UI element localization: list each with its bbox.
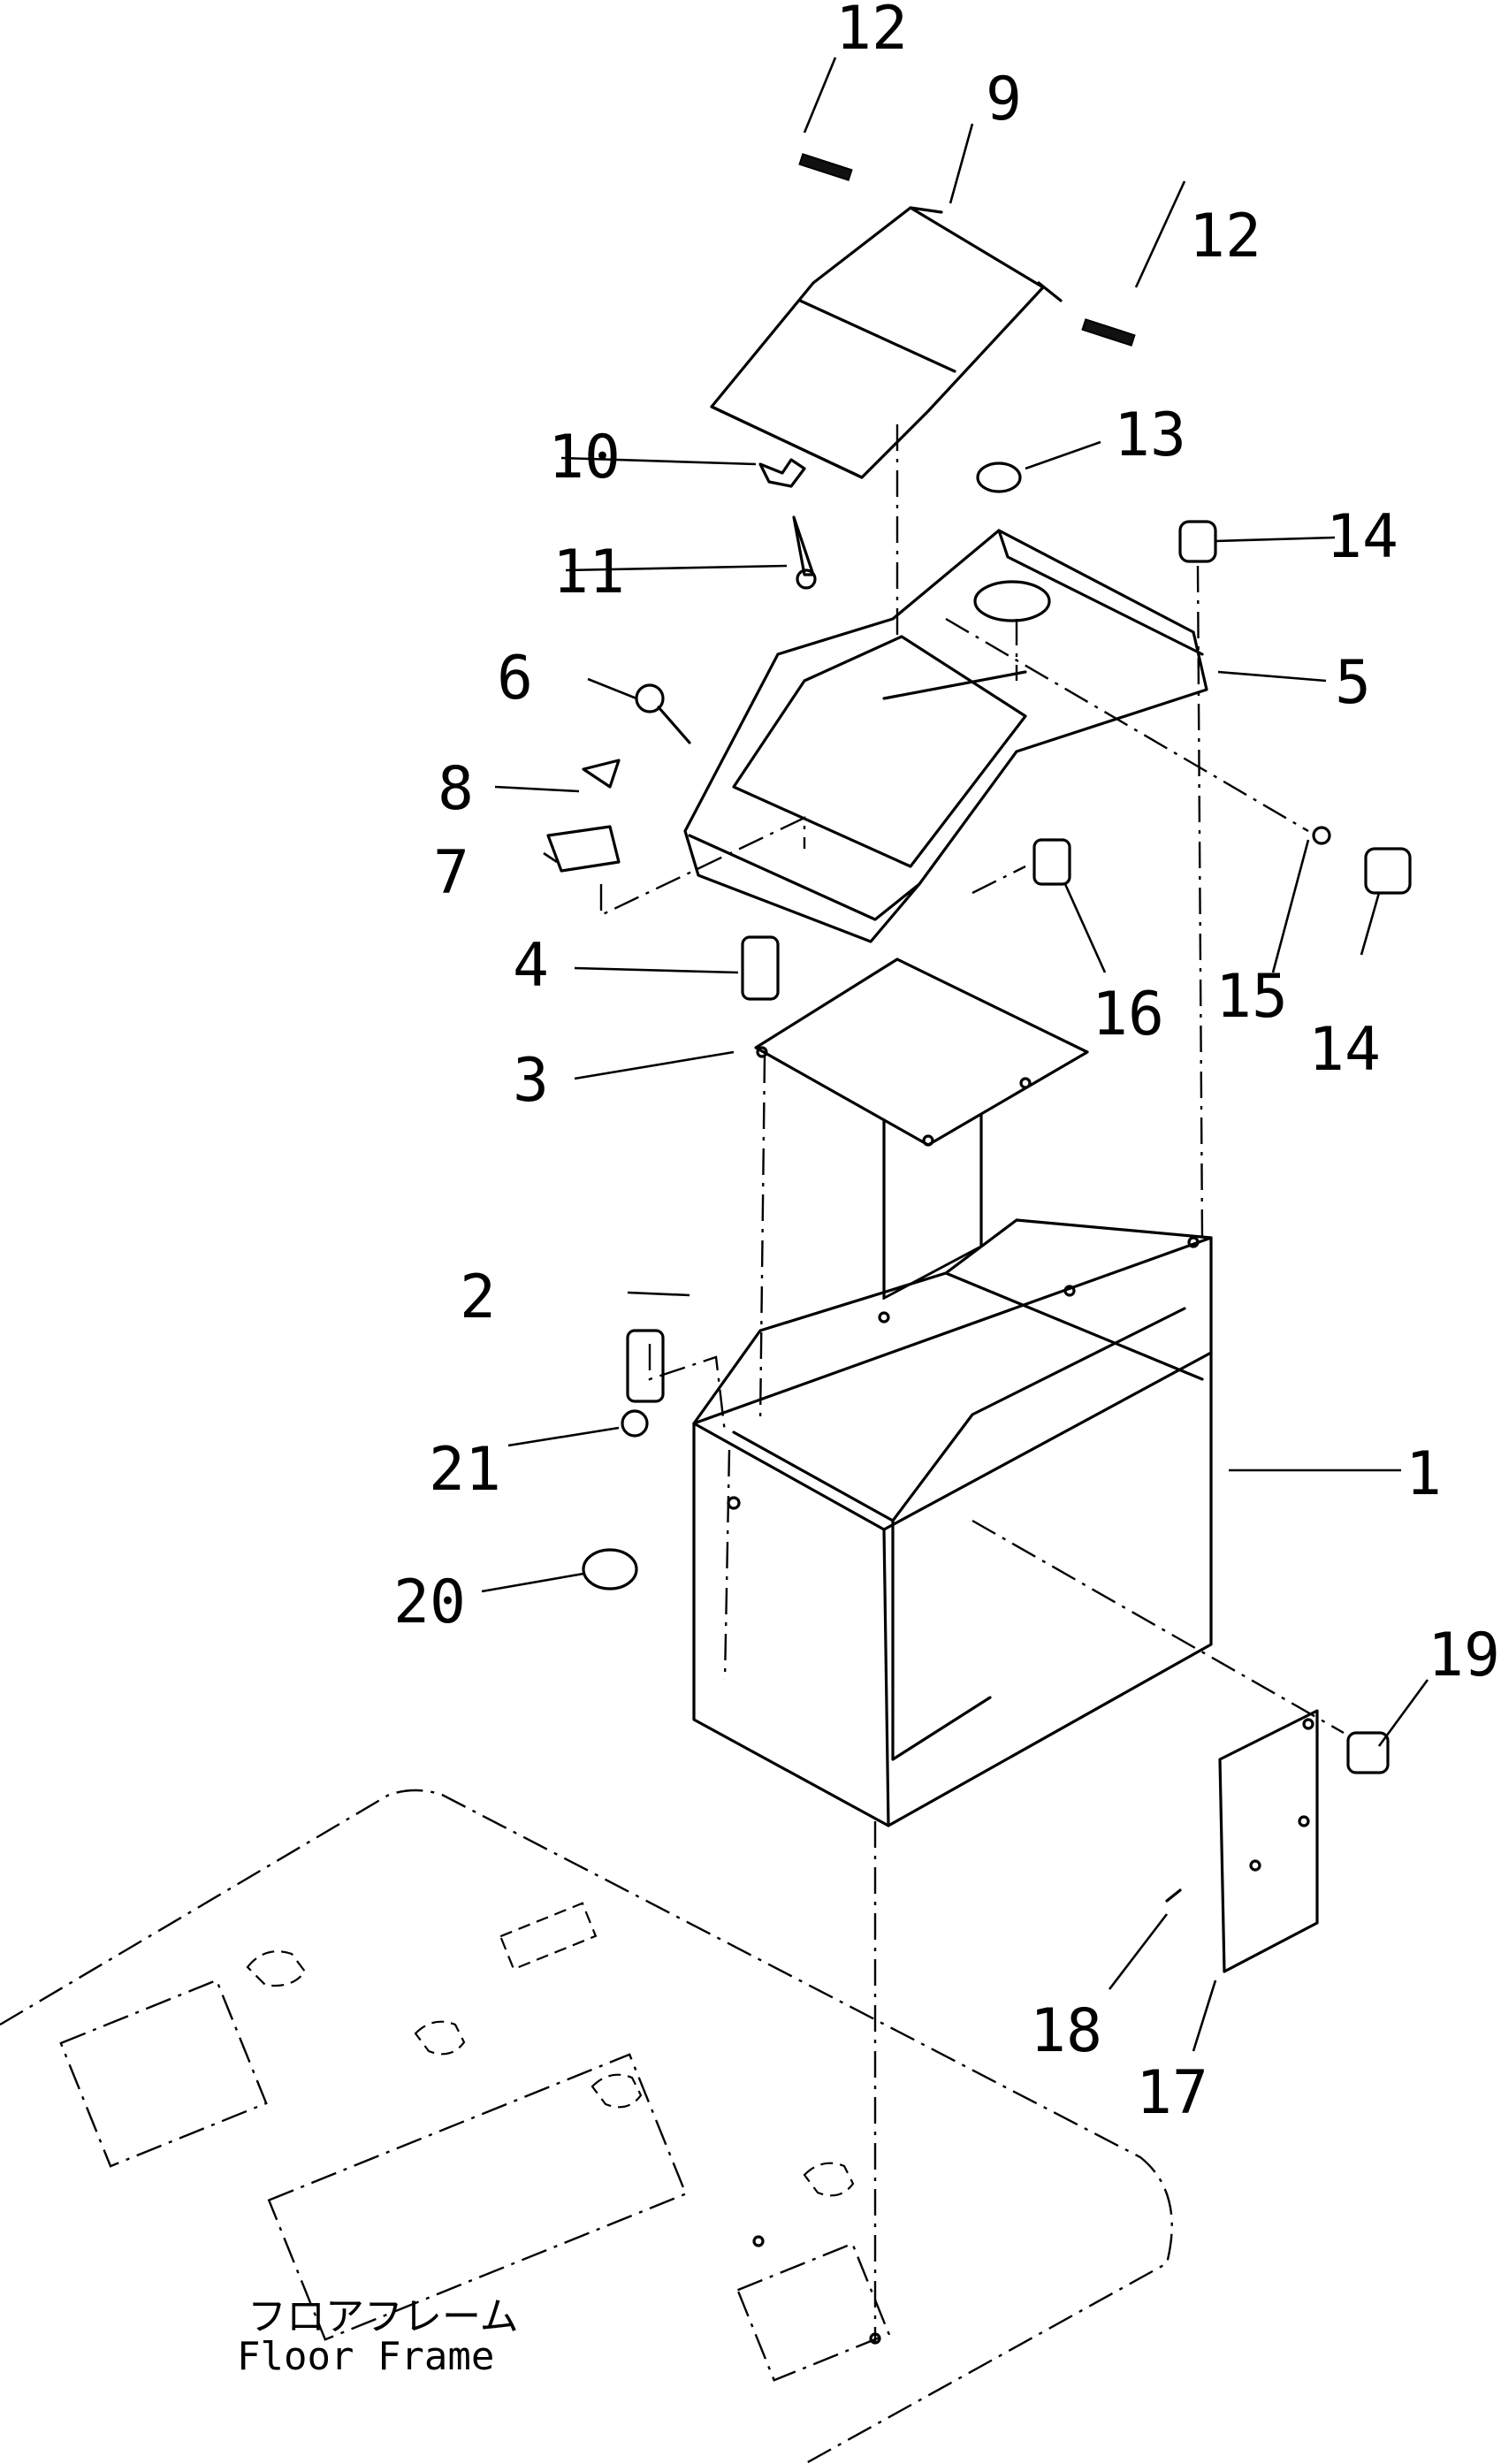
label-part-14-top: 14 — [1326, 502, 1398, 572]
box-body-part — [692, 1041, 1213, 1827]
label-part-6: 6 — [497, 644, 533, 713]
small-parts — [546, 153, 1412, 1903]
label-part-18: 18 — [1030, 1996, 1102, 2066]
label-part-15: 15 — [1215, 962, 1288, 1032]
label-part-12-right: 12 — [1189, 202, 1261, 271]
floor-frame-outline — [0, 1789, 1173, 2464]
label-part-19: 19 — [1428, 1621, 1500, 1690]
side-plate-part — [1218, 1709, 1319, 1973]
label-part-13: 13 — [1114, 400, 1186, 470]
label-part-7: 7 — [433, 838, 469, 908]
part-number-labels: 12 9 12 13 10 14 11 6 5 8 7 4 16 15 14 3… — [393, 0, 1500, 2128]
label-part-3: 3 — [513, 1046, 549, 1116]
label-part-5: 5 — [1335, 648, 1371, 718]
caption-english: Floor Frame — [237, 2334, 494, 2379]
label-part-17: 17 — [1136, 2058, 1208, 2128]
label-part-11: 11 — [552, 538, 625, 607]
label-part-2: 2 — [460, 1263, 496, 1332]
top-cover-part — [683, 529, 1208, 943]
assembly-center-lines — [599, 424, 1345, 2345]
label-part-14-bottom: 14 — [1308, 1015, 1381, 1085]
label-part-9: 9 — [986, 65, 1022, 134]
caption-japanese: フロアフレーム — [248, 2294, 519, 2339]
label-part-1: 1 — [1406, 1439, 1442, 1509]
label-part-21: 21 — [429, 1435, 501, 1505]
leader-lines — [481, 57, 1429, 2052]
label-part-10: 10 — [548, 423, 621, 492]
label-part-12-top: 12 — [835, 0, 908, 64]
label-part-16: 16 — [1092, 980, 1164, 1049]
label-part-20: 20 — [393, 1568, 466, 1637]
lid-part — [710, 206, 1063, 479]
floor-frame-caption: フロアフレーム Floor Frame — [237, 2294, 519, 2379]
cover-plate-part — [754, 957, 1089, 1147]
label-part-8: 8 — [438, 754, 474, 824]
label-part-4: 4 — [513, 931, 549, 1001]
